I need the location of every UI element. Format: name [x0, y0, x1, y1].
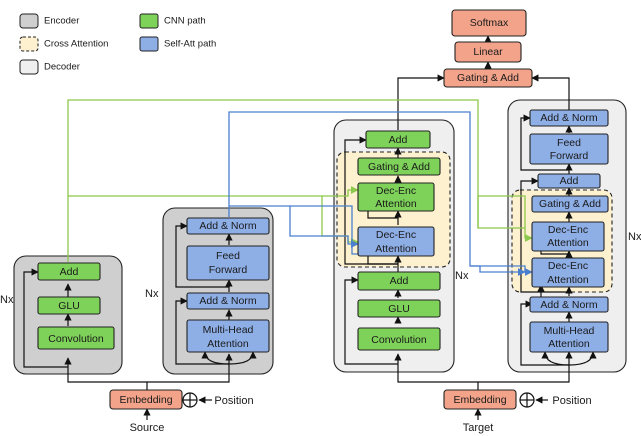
legend-encoder-swatch — [19, 13, 39, 29]
att-encoder-mha-line1: Multi-Head — [203, 324, 254, 336]
att-decoder-dec-enc-bottom-line2: Attention — [547, 274, 589, 286]
cnn-decoder: Add Gating & Add Dec-Enc Attention Dec-E… — [357, 130, 441, 351]
att-decoder-dec-enc-top-line1: Dec-Enc — [548, 224, 588, 236]
cnn-decoder-dec-enc-bottom-line2: Attention — [375, 243, 417, 255]
cnn-decoder-dec-enc-attention-bottom-block — [357, 226, 435, 257]
cnn-decoder-convolution-label: Convolution — [371, 334, 427, 346]
source-inputs: Embedding Position Source — [109, 389, 254, 434]
att-decoder-gating-add-label: Gating & Add — [539, 198, 601, 210]
legend-cross-attention-label: Cross Attention — [44, 39, 108, 50]
legend-encoder-label: Encoder — [44, 16, 79, 27]
source-embedding-block — [109, 389, 183, 410]
att-encoder-add-norm-bottom-label: Add & Norm — [199, 295, 256, 307]
att-decoder-gating-add-block — [531, 195, 609, 213]
cnn-decoder-dec-enc-attention-top-block — [357, 182, 435, 212]
self-att-encoder: Add & Norm Feed Forward Add & Norm Multi… — [186, 217, 270, 353]
att-decoder-multi-head-attention-block — [529, 321, 609, 353]
cnn-encoder-add-block — [37, 262, 101, 281]
output-gating-add-label: Gating & Add — [457, 72, 519, 84]
cnn-decoder-dec-enc-top-line2: Attention — [375, 198, 417, 210]
att-decoder-dec-enc-bottom-line1: Dec-Enc — [548, 260, 588, 272]
att-encoder-feed-forward-block — [186, 245, 270, 281]
self-att-decoder-nx-label: Nx — [628, 231, 641, 243]
att-encoder-feed-forward-line1: Feed — [216, 250, 240, 262]
cnn-decoder-add-bottom-block — [357, 271, 441, 291]
legend-decoder-label: Decoder — [44, 62, 80, 73]
connectors — [23, 35, 597, 420]
att-decoder-mha-line2: Attention — [548, 338, 590, 350]
att-decoder-add-norm-top-label: Add & Norm — [540, 112, 597, 124]
target-embedding-label: Embedding — [453, 394, 506, 406]
att-decoder-add-norm-top-block — [529, 109, 609, 127]
legend-cnn-path-swatch — [139, 13, 159, 29]
cnn-decoder-nx-label: Nx — [455, 270, 469, 282]
att-encoder-add-norm-bottom-block — [186, 292, 270, 310]
source-embedding-label: Embedding — [119, 394, 172, 406]
att-decoder-feed-forward-line1: Feed — [557, 137, 581, 149]
source-position-label: Position — [214, 395, 253, 407]
att-decoder-dec-enc-attention-top-block — [531, 221, 605, 252]
att-encoder-feed-forward-line2: Forward — [209, 264, 248, 276]
cnn-encoder: Add GLU Convolution — [37, 262, 115, 350]
target-label: Target — [463, 422, 494, 434]
att-decoder-add-block — [537, 173, 601, 189]
cnn-decoder-gating-add-label: Gating & Add — [368, 161, 430, 173]
cnn-decoder-gating-add-block — [357, 157, 441, 176]
cnn-encoder-nx-label: Nx — [0, 294, 14, 306]
cnn-encoder-convolution-block — [37, 326, 115, 350]
att-decoder-feed-forward-line2: Forward — [550, 150, 589, 162]
legend-cross-attention-swatch — [19, 36, 39, 52]
self-att-path-lines — [228, 111, 533, 276]
legend-cnn-path-label: CNN path — [164, 16, 206, 27]
cnn-decoder-dec-enc-bottom-line1: Dec-Enc — [376, 229, 416, 241]
legend-self-att-path-label: Self-Att path — [164, 39, 216, 50]
cnn-decoder-add-top-block — [365, 130, 431, 149]
linear-block — [454, 41, 522, 63]
softmax-label: Softmax — [470, 17, 509, 29]
cnn-decoder-dec-enc-top-line1: Dec-Enc — [376, 185, 416, 197]
cnn-decoder-glu-block — [357, 299, 441, 318]
output-stack: Softmax Linear Gating & Add — [443, 9, 533, 88]
legend-self-att-path-swatch — [139, 36, 159, 52]
target-position-add-icon — [519, 392, 535, 408]
self-att-encoder-nx-label: Nx — [145, 288, 159, 300]
cnn-decoder-convolution-block — [357, 327, 441, 351]
att-decoder-add-norm-bottom-block — [529, 296, 609, 313]
att-decoder-feed-forward-block — [529, 133, 609, 165]
softmax-block — [451, 9, 527, 37]
cnn-encoder-glu-label: GLU — [58, 300, 80, 312]
att-decoder-dec-enc-attention-bottom-block — [531, 257, 605, 288]
legend: Encoder Cross Attention Decoder CNN path… — [19, 13, 216, 75]
legend-decoder-swatch — [19, 59, 39, 75]
att-decoder-mha-line1: Multi-Head — [544, 325, 595, 337]
cnn-path-lines — [67, 99, 533, 262]
att-decoder-add-label: Add — [560, 175, 579, 187]
source-position-add-icon — [182, 392, 198, 408]
self-att-decoder: Add & Norm Feed Forward Add Gating & Add… — [529, 109, 609, 353]
cnn-encoder-glu-block — [37, 296, 101, 315]
target-position-label: Position — [552, 395, 591, 407]
source-label: Source — [130, 422, 165, 434]
cnn-encoder-add-label: Add — [60, 266, 79, 278]
cnn-decoder-add-bottom-label: Add — [390, 275, 409, 287]
att-encoder-mha-line2: Attention — [207, 338, 249, 350]
cnn-decoder-glu-label: GLU — [388, 303, 410, 315]
target-embedding-block — [443, 389, 517, 410]
cnn-decoder-add-top-label: Add — [389, 134, 408, 146]
att-decoder-dec-enc-top-line2: Attention — [547, 237, 589, 249]
att-encoder-add-norm-top-label: Add & Norm — [199, 220, 256, 232]
cnn-encoder-convolution-label: Convolution — [48, 333, 104, 345]
target-inputs: Embedding Position Target — [443, 389, 592, 434]
att-decoder-add-norm-bottom-label: Add & Norm — [540, 299, 597, 311]
output-gating-add-block — [443, 68, 533, 88]
att-encoder-multi-head-attention-block — [186, 319, 270, 353]
att-encoder-add-norm-top-block — [186, 217, 270, 235]
linear-label: Linear — [473, 46, 503, 58]
